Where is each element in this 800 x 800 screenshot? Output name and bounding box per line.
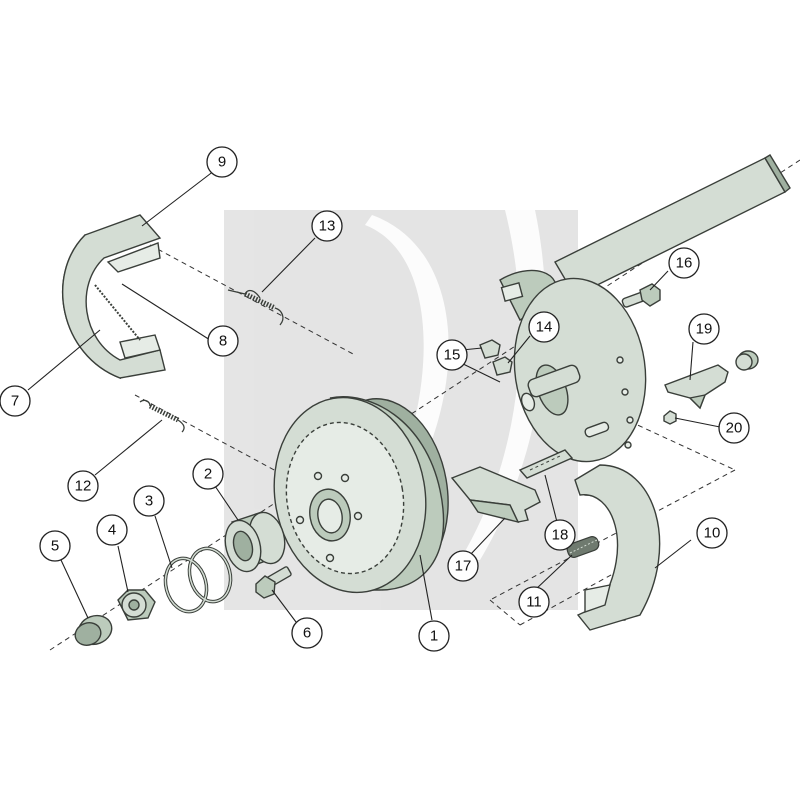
callout-5-label: 5 [51,538,59,555]
callout-1-label: 1 [430,628,438,645]
callout-20-label: 20 [726,420,743,437]
callout-16-label: 16 [676,255,693,272]
callout-17-label: 17 [455,558,472,575]
callout-6-label: 6 [303,625,311,642]
dust-cap [74,614,113,646]
callout-6: 6 [291,617,323,649]
callout-4-label: 4 [108,522,116,539]
callout-15-label: 15 [444,347,461,364]
callout-8: 8 [207,325,239,357]
callout-20: 20 [718,412,750,444]
callout-14-label: 14 [536,319,553,336]
callout-19: 19 [688,313,720,345]
snap-rings [163,546,233,614]
callout-17: 17 [447,550,479,582]
mounting-bolt [621,283,661,308]
callout-13-label: 13 [319,218,336,235]
brake-shoe-left [62,214,166,380]
callout-10: 10 [696,517,728,549]
upper-spring [227,289,284,326]
callout-10-label: 10 [704,525,721,542]
adjuster-spring [566,536,600,558]
callout-7-label: 7 [11,393,19,410]
callout-11: 11 [518,586,550,618]
callout-9: 9 [206,146,238,178]
callout-14: 14 [528,311,560,343]
callout-15: 15 [436,339,468,371]
callout-12: 12 [67,470,99,502]
callout-2: 2 [192,458,224,490]
callout-18-label: 18 [552,527,569,544]
callout-16: 16 [668,247,700,279]
callout-19-label: 19 [696,321,713,338]
leader-lines [27,163,721,623]
callout-13: 13 [311,210,343,242]
axle-beam [554,154,791,297]
callout-1: 1 [418,620,450,652]
callout-5: 5 [39,530,71,562]
callout-8-label: 8 [219,333,227,350]
brake-lever [450,466,541,524]
callout-12-label: 12 [75,478,92,495]
callout-18: 18 [544,519,576,551]
small-nut [663,410,677,425]
callout-11-label: 11 [526,594,542,611]
callout-2-label: 2 [204,466,212,483]
adjuster-strut [518,449,574,479]
callout-7: 7 [0,385,31,417]
wheel-stud [255,566,292,599]
wheel-bearing [224,511,286,573]
callout-4: 4 [96,514,128,546]
small-blocks [479,339,513,376]
callout-3: 3 [133,485,165,517]
callout-9-label: 9 [218,154,226,171]
lower-spring [139,399,185,433]
callout-3-label: 3 [145,493,153,510]
wedge-bracket [664,364,729,410]
bracket-cap [735,350,759,371]
brake-shoe-right [574,464,661,631]
brake-drum [273,396,449,594]
axle-nut [117,589,156,621]
